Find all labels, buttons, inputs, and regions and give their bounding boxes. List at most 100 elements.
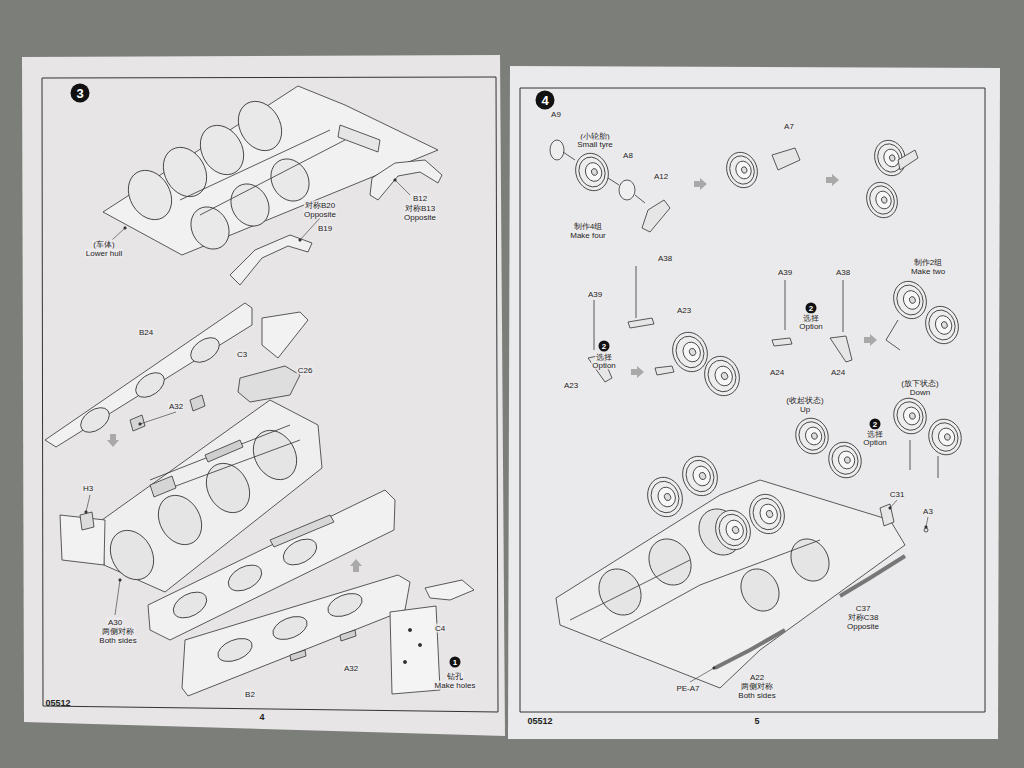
page-frame [42,77,498,712]
strut [898,150,918,170]
part-label: Option [591,361,617,370]
wheel-hub [889,154,896,162]
page-number: 05512 [526,717,553,726]
tyre [920,302,963,349]
part-label: 对称B20 [304,201,336,210]
tyre-tread [715,510,752,549]
wheel-hub [741,166,748,174]
part-a32 [340,630,356,641]
circle-fill [806,303,817,314]
part-label: A39 [587,290,603,299]
step-number-text: 1 [449,656,461,668]
part-label: H3 [82,484,94,493]
side-panel-b24 [45,303,252,447]
hull-detail [600,540,820,640]
wheel-rim [733,159,753,181]
wheel-hub [941,321,949,329]
tyre-tread [647,477,684,516]
part-label: Lower hull [85,249,123,258]
part-label: Option [862,438,888,447]
wheel-rim [881,147,901,169]
wheel-arch [169,587,211,623]
wheel-rim [901,288,923,311]
hole-mark [418,643,421,646]
part-label: A3 [922,507,934,516]
part-c31 [880,504,894,526]
wheel-hub [844,456,852,464]
tyre [889,394,931,439]
part-label: 制作2组 [913,258,943,267]
step-number: 4 [535,90,555,110]
circle-fill [450,657,461,668]
part-a32 [190,395,205,411]
tyre [677,451,723,500]
wheel-well [245,422,306,487]
wheel-hub [663,493,671,502]
hull-assembly [556,480,905,688]
hull-detail [150,476,176,497]
tyre [791,414,833,459]
wheel-rim [933,313,955,336]
part-label: Both sides [737,691,776,700]
wheel-hub [591,168,599,176]
part-label: A32 [168,402,184,411]
page-frame [520,88,985,712]
part-label: A8 [622,151,634,160]
part-label: A38 [657,254,673,263]
flow-arrow [826,174,839,186]
strut [655,366,674,375]
leader-dot [139,423,141,425]
wheel-rim [712,364,735,389]
tyre-tread [704,356,741,395]
part-label: B24 [138,328,154,337]
tyre [710,505,756,554]
hull-body [102,400,322,592]
leader-dot [889,507,891,509]
part-label: Make four [569,231,607,240]
wheel-well [230,93,291,158]
flow-arrow [864,334,877,346]
part-label: 两侧对称 [740,682,774,691]
part-label: (放下状态) [900,379,939,388]
wheel-arch [186,333,224,368]
tyre [744,489,790,538]
wheel-well [783,532,836,588]
part-label: Both sides [98,636,137,645]
page-number: 5 [753,717,760,726]
wheel-well [591,561,650,623]
wheel-hub [881,196,888,204]
tyre-tread [893,281,927,318]
wheel-hub [909,296,917,304]
tyre [699,351,745,400]
tyre-tread [726,152,758,187]
leader-line [112,228,125,240]
wheel-well [641,531,700,593]
leader-line [395,180,410,195]
wheel-well [150,487,211,552]
strut [886,320,900,350]
wheel-well [198,455,259,520]
part-a24 [830,336,852,362]
part-c26 [238,366,300,402]
fender-b12 [370,160,442,200]
wheel-rim [901,405,922,427]
part-a32 [290,650,306,661]
wheel-well [183,200,236,256]
tyre-tread [575,153,609,190]
hull-detail [570,560,690,620]
tyre-tread [682,456,719,495]
tyre [862,178,903,222]
wheel-hub [811,432,819,440]
tyre [824,438,866,483]
step-number-text: 2 [869,418,881,430]
page-number: 4 [258,713,265,722]
wheel-arch [270,612,311,644]
leader-dot [85,511,87,513]
part-label: (车体) [92,240,115,249]
strut [910,440,911,470]
part-c37 [840,556,905,596]
leader-dot [394,179,396,181]
wheel-hub [698,472,706,481]
hull-detail [150,425,290,480]
